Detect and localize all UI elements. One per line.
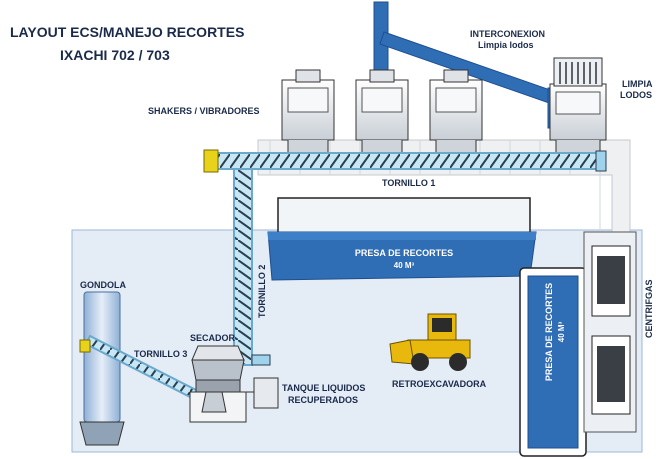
presa-recortes-1 [267,197,537,281]
presa-2-capacity: 40 M³ [557,321,566,342]
title-line1: LAYOUT ECS/MANEJO RECORTES [10,24,244,40]
tanque-sublabel: RECUPERADOS [288,395,358,405]
limpia-lodos-label: LIMPIA [622,79,653,89]
interconexion-label: INTERCONEXION [470,29,545,39]
tanque-liquidos [244,377,279,409]
tanque-label: TANQUE LIQUIDOS [282,383,365,393]
title-line2: IXACHI 702 / 703 [60,47,170,63]
gondola-label: GONDOLA [80,280,126,290]
limpia-lodos-sublabel: LODOS [620,90,652,100]
presa-1-capacity: 40 M³ [394,261,415,270]
gondola [79,291,125,446]
shaker-3 [429,69,483,161]
presa-1-label: PRESA DE RECORTES [355,248,453,258]
presa-2-label: PRESA DE RECORTES [544,283,554,381]
tornillo-1 [203,149,607,173]
secador-label: SECADOR [190,333,236,343]
tornillo-1-label: TORNILLO 1 [382,178,435,188]
shakers-label: SHAKERS / VIBRADORES [148,106,260,116]
tornillo-3-label: TORNILLO 3 [134,349,187,359]
secador [189,345,247,423]
centrifugas [583,231,637,433]
shaker-2 [355,69,409,161]
interconexion-sublabel: Limpia lodos [478,40,534,50]
retroexcavadora [389,313,471,371]
shaker-1 [281,69,335,161]
tornillo-2-label: TORNILLO 2 [257,265,267,318]
centrifugas-label: CENTRIFGAS [644,280,654,339]
presa-recortes-2 [519,267,587,457]
mud-cleaner [549,57,607,161]
retro-label: RETROEXCAVADORA [392,379,487,389]
